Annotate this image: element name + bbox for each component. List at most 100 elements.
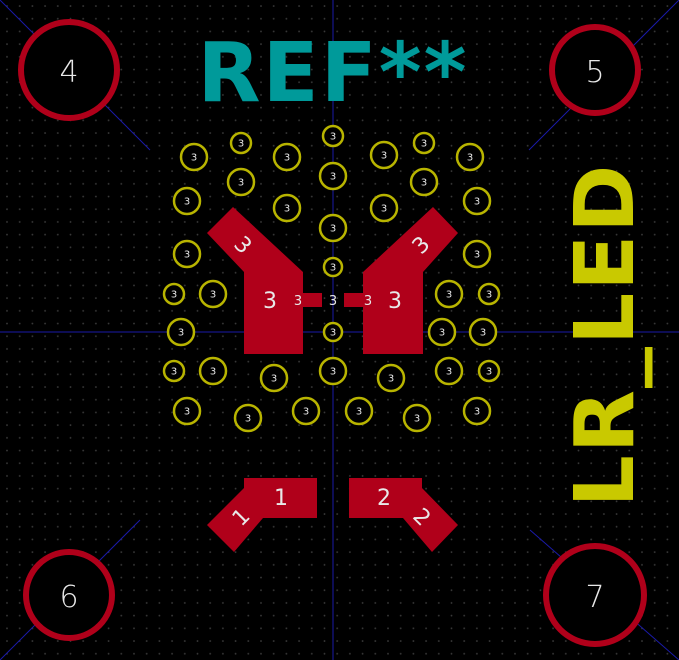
via-ring (369, 140, 399, 170)
thermal-via[interactable]: 3 (162, 282, 186, 306)
via-ring (344, 396, 374, 426)
pad-2[interactable] (349, 478, 458, 552)
thermal-via[interactable]: 3 (272, 193, 302, 223)
via-label: 3 (421, 139, 427, 150)
via-ring (468, 317, 498, 347)
thermal-via[interactable]: 3 (477, 282, 501, 306)
thermal-via[interactable]: 3 (322, 256, 344, 278)
via-ring (462, 239, 492, 269)
thermal-via[interactable]: 3 (172, 186, 202, 216)
via-label: 3 (439, 328, 445, 339)
thermal-via[interactable]: 3 (455, 142, 485, 172)
thermal-via[interactable]: 3 (233, 403, 263, 433)
pad-3-right-small-label: 3 (364, 294, 372, 309)
via-label: 3 (474, 407, 480, 418)
thermal-via[interactable]: 3 (462, 239, 492, 269)
thermal-via[interactable]: 3 (172, 239, 202, 269)
via-ring (229, 131, 253, 155)
via-ring (434, 356, 464, 386)
via-ring (291, 396, 321, 426)
thermal-via[interactable]: 3 (344, 396, 374, 426)
thermal-via[interactable]: 3 (259, 363, 289, 393)
via-label: 3 (330, 263, 336, 274)
mounting-hole-6[interactable]: 6 (23, 549, 115, 641)
thermal-via[interactable]: 3 (166, 317, 196, 347)
thermal-via[interactable]: 3 (291, 396, 321, 426)
pad-3-left[interactable] (207, 207, 322, 354)
via-label: 3 (330, 172, 336, 183)
mounting-hole-5[interactable]: 5 (549, 24, 641, 116)
mounting-hole-label: 4 (59, 55, 78, 90)
thermal-vias: 3 3 3 3 3 3 3 3 3 3 3 3 3 3 3 3 3 3 3 3 3 3 3 3 3 3 3 3 3 3 3 3 3 3 3 3 3 3 3 (162, 124, 501, 433)
thermal-via[interactable]: 3 (198, 356, 228, 386)
thermal-via[interactable]: 3 (412, 131, 436, 155)
thermal-via[interactable]: 3 (322, 321, 344, 343)
via-label: 3 (238, 139, 244, 150)
thermal-via[interactable]: 3 (369, 140, 399, 170)
thermal-via[interactable]: 3 (318, 213, 348, 243)
pad-1[interactable] (207, 478, 317, 552)
thermal-via[interactable]: 3 (468, 317, 498, 347)
via-label: 3 (210, 290, 216, 301)
via-label: 3 (480, 328, 486, 339)
via-label: 3 (238, 178, 244, 189)
thermal-via[interactable]: 3 (462, 396, 492, 426)
via-ring (409, 167, 439, 197)
via-ring (166, 317, 196, 347)
via-ring (427, 317, 457, 347)
via-label: 3 (330, 367, 336, 378)
via-label: 3 (284, 204, 290, 215)
thermal-via[interactable]: 3 (318, 161, 348, 191)
via-ring (369, 193, 399, 223)
thermal-via[interactable]: 3 (229, 131, 253, 155)
thermal-via[interactable]: 3 (402, 403, 432, 433)
via-label: 3 (381, 204, 387, 215)
via-label: 3 (245, 414, 251, 425)
thermal-via[interactable]: 3 (321, 124, 345, 148)
mounting-hole-4[interactable]: 4 (18, 19, 120, 121)
via-ring (198, 279, 228, 309)
via-label: 3 (284, 153, 290, 164)
thermal-via[interactable]: 3 (172, 396, 202, 426)
via-ring (322, 256, 344, 278)
thermal-via[interactable]: 3 (318, 356, 348, 386)
via-label: 3 (446, 290, 452, 301)
thermal-via[interactable]: 3 (409, 167, 439, 197)
thermal-via[interactable]: 3 (226, 167, 256, 197)
thermal-via[interactable]: 3 (376, 363, 406, 393)
via-ring (462, 396, 492, 426)
pad-3-left-label: 3 (263, 289, 277, 314)
via-label: 3 (171, 290, 177, 301)
thermal-via[interactable]: 3 (434, 356, 464, 386)
thermal-via[interactable]: 3 (179, 142, 209, 172)
via-label: 3 (303, 407, 309, 418)
thermal-via[interactable]: 3 (427, 317, 457, 347)
reference-designator[interactable]: REF** (198, 26, 469, 121)
pad-3-right[interactable] (344, 207, 458, 354)
via-label: 3 (171, 367, 177, 378)
thermal-via[interactable]: 3 (162, 359, 186, 383)
thermal-via[interactable]: 3 (477, 359, 501, 383)
via-label: 3 (486, 290, 492, 301)
via-label: 3 (446, 367, 452, 378)
via-ring (402, 403, 432, 433)
via-ring (318, 161, 348, 191)
thermal-via[interactable]: 3 (434, 279, 464, 309)
via-label: 3 (356, 407, 362, 418)
thermal-via[interactable]: 3 (198, 279, 228, 309)
via-label: 3 (474, 197, 480, 208)
via-ring (162, 282, 186, 306)
via-ring (412, 131, 436, 155)
via-label: 3 (421, 178, 427, 189)
via-ring (322, 321, 344, 343)
via-label: 3 (178, 328, 184, 339)
thermal-via[interactable]: 3 (272, 142, 302, 172)
thermal-via[interactable]: 3 (369, 193, 399, 223)
footprint-value[interactable]: LR_LED (558, 163, 653, 508)
via-label: 3 (330, 328, 336, 339)
mounting-hole-7[interactable]: 7 (543, 543, 647, 647)
via-label: 3 (184, 407, 190, 418)
thermal-via[interactable]: 3 (462, 186, 492, 216)
via-ring (272, 142, 302, 172)
via-label: 3 (191, 153, 197, 164)
